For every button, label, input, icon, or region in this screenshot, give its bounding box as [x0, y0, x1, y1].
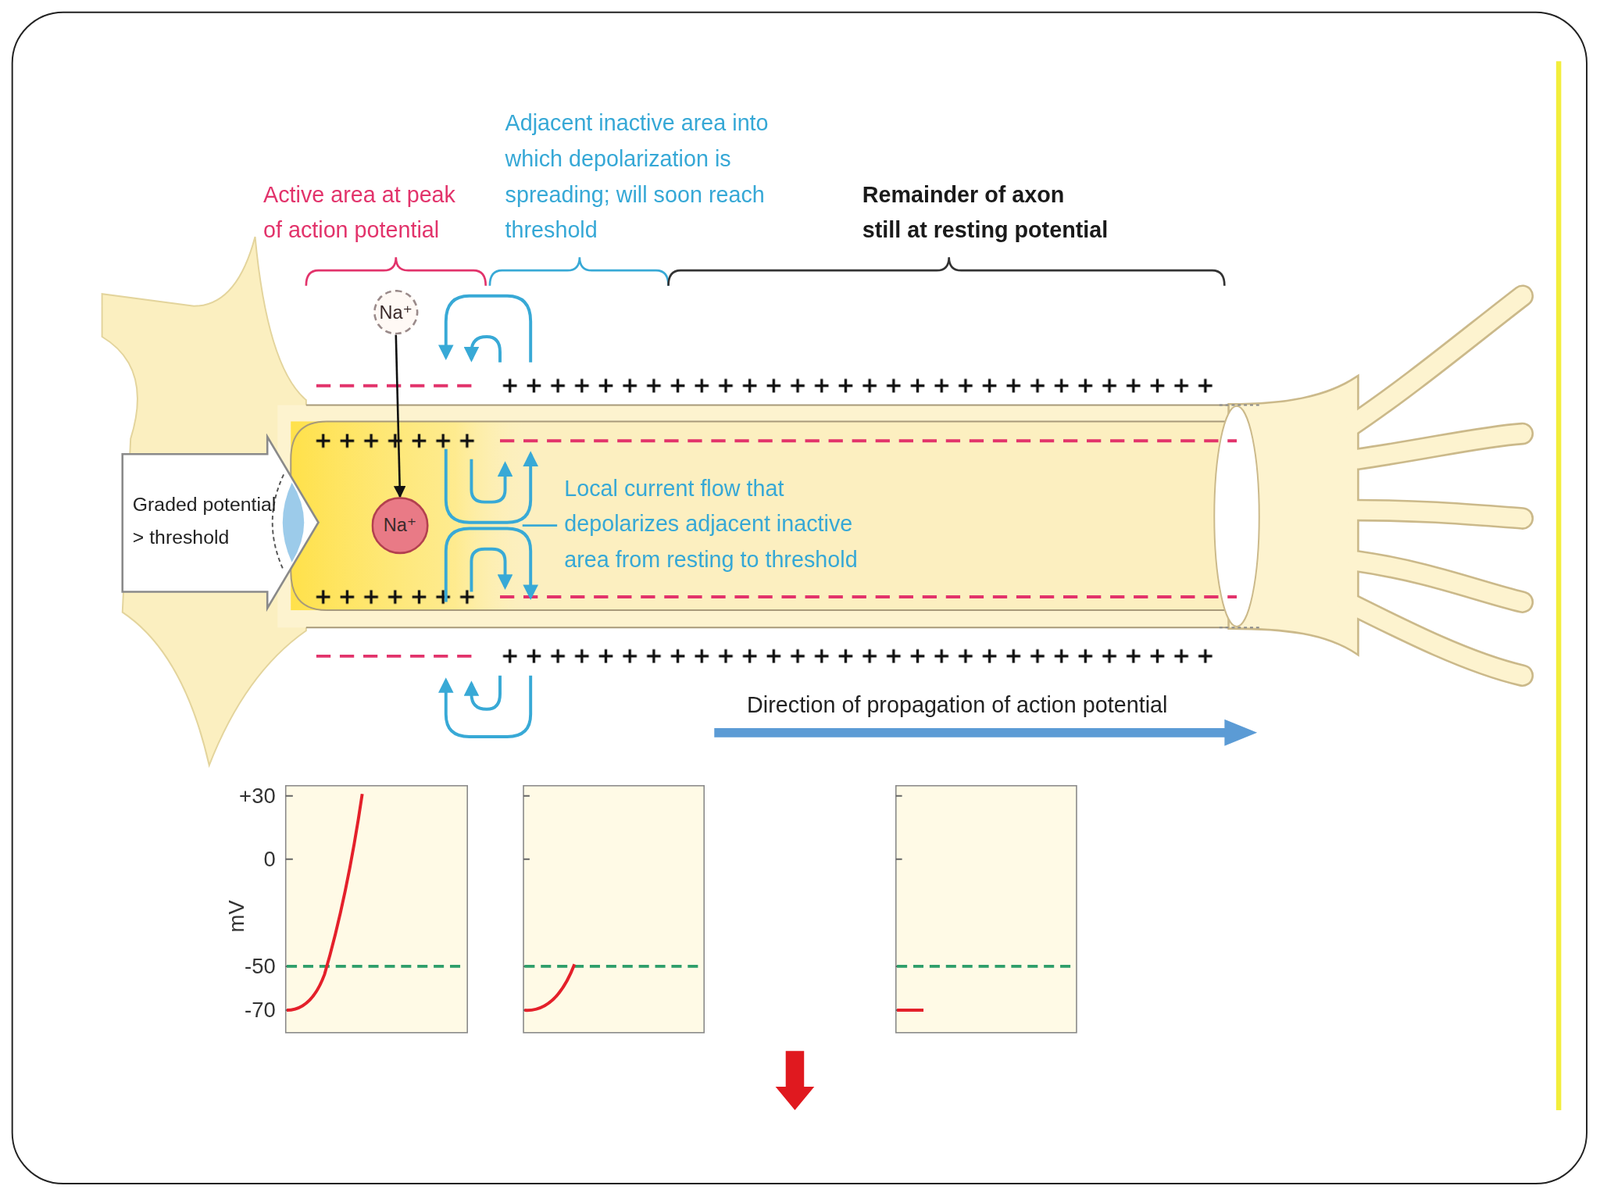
positive-charges: [310, 430, 479, 451]
axis-value: +30: [214, 781, 275, 811]
region-heading: Adjacent inactive area into which depola…: [505, 105, 779, 249]
axis-ticks: [523, 796, 530, 1011]
negative-charges: [316, 654, 480, 658]
terminal-branch: [1357, 433, 1523, 460]
current-loop: [446, 296, 531, 363]
slide-frame: [12, 12, 1587, 1184]
bracket: [668, 257, 1225, 286]
terminal-branch: [1346, 602, 1523, 676]
axis-unit: mV: [222, 896, 252, 937]
local-current-loops: [446, 296, 531, 737]
terminal-branch: [1357, 560, 1523, 602]
propagation-arrow: [714, 728, 1230, 738]
arrow-label: Graded potential > threshold: [132, 489, 281, 555]
ion-label: Na⁺: [379, 302, 413, 323]
axon-terminal: [1214, 296, 1522, 676]
threshold-line: [896, 964, 1076, 968]
potential-curve: [896, 1008, 924, 1012]
current-loop: [471, 459, 505, 503]
graph-frame: [285, 785, 468, 1033]
region-heading: Active area at peak of action potential: [263, 176, 473, 248]
negative-charges: [316, 384, 480, 388]
negative-charges: [500, 439, 1237, 443]
active-region-glow: [290, 421, 525, 611]
leader-line: [522, 524, 558, 527]
axis-ticks: [285, 796, 293, 1011]
positive-charges: [497, 375, 1218, 397]
threshold-line: [286, 964, 467, 968]
propagation-arrow-head: [1224, 719, 1258, 747]
terminal-branch: [1346, 602, 1523, 676]
callout-text: Local current flow that depolarizes adja…: [564, 470, 871, 578]
terminal-branch: [1357, 560, 1523, 602]
ion-label: Na⁺: [383, 515, 417, 536]
ion-circle: Na⁺: [373, 289, 418, 335]
arrow-shape: [122, 436, 319, 608]
branch-outlines: [1346, 296, 1523, 676]
positive-charges: [497, 646, 1218, 667]
graded-potential-arrow: Graded potential > threshold: [120, 433, 321, 615]
stimulus-edge: [272, 474, 284, 571]
stimulus-zone: [282, 482, 304, 563]
terminal-branch: [1357, 510, 1523, 518]
branch-fills: [1346, 296, 1523, 676]
positive-charges: [310, 586, 479, 608]
current-loop: [446, 449, 531, 523]
region-heading: Remainder of axon still at resting poten…: [862, 176, 1133, 248]
axon-break: [1219, 405, 1260, 629]
membrane-lines: [306, 405, 1230, 629]
current-loop: [471, 675, 500, 710]
graph-frame: [523, 785, 704, 1033]
potential-curve: [524, 964, 575, 1011]
charges: [310, 375, 1237, 667]
graph-frame: [896, 785, 1077, 1033]
axis-value: -50: [214, 952, 275, 982]
threshold-line: [524, 964, 704, 968]
potential-graphs: [285, 785, 1077, 1033]
terminal-branch: [1346, 296, 1523, 429]
bracket: [489, 257, 669, 286]
bracket: [306, 257, 486, 286]
axon-cross-section: [1214, 406, 1259, 627]
potential-curve: [286, 793, 363, 1011]
next-arrow: [775, 1050, 815, 1111]
axon-interior: [290, 421, 1240, 611]
terminal-branch: [1346, 296, 1523, 429]
cell-body: [102, 236, 307, 766]
current-loop: [446, 675, 531, 737]
current-loop: [446, 528, 531, 603]
axon-membrane: [277, 405, 1240, 629]
ion-circle: Na⁺: [371, 496, 429, 554]
negative-charges: [500, 595, 1237, 599]
axis-ticks: [896, 796, 903, 1011]
arrow-caption: Direction of propagation of action poten…: [746, 686, 1168, 723]
terminal-branch: [1357, 433, 1523, 460]
terminal-branch: [1357, 510, 1523, 518]
ion-flow-arrow: [396, 334, 400, 497]
current-loop: [471, 549, 505, 593]
axis-value: 0: [214, 844, 275, 874]
accent-bar: [1556, 60, 1562, 1111]
axis-value: -70: [214, 996, 275, 1025]
arrow-outline: [120, 433, 321, 615]
current-loop: [471, 336, 500, 363]
